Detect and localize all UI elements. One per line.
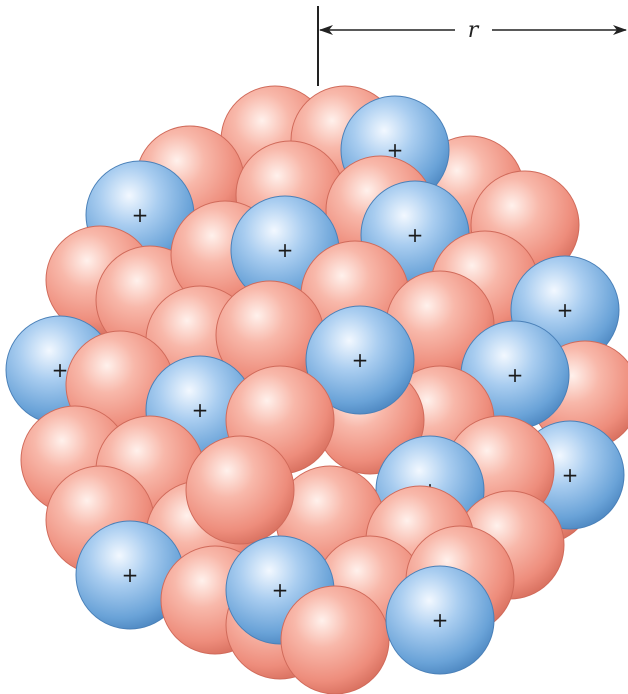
radius-label: r [468, 18, 480, 43]
radius-dimension: r [318, 6, 626, 86]
proton-charge-sign: + [192, 398, 209, 422]
nucleus-spheres: ++++++++++++++ [6, 86, 628, 694]
neutron-body [281, 586, 389, 694]
proton-charge-sign: + [407, 223, 424, 247]
proton-charge-sign: + [52, 358, 69, 382]
proton-charge-sign: + [562, 463, 579, 487]
proton-charge-sign: + [352, 348, 369, 372]
proton-charge-sign: + [122, 563, 139, 587]
proton-sphere: + [386, 566, 494, 674]
proton-charge-sign: + [132, 203, 149, 227]
proton-charge-sign: + [507, 363, 524, 387]
neutron-sphere [281, 586, 389, 694]
proton-charge-sign: + [432, 608, 449, 632]
proton-charge-sign: + [277, 238, 294, 262]
proton-charge-sign: + [557, 298, 574, 322]
proton-charge-sign: + [272, 578, 289, 602]
neutron-body [186, 436, 294, 544]
neutron-sphere [186, 436, 294, 544]
